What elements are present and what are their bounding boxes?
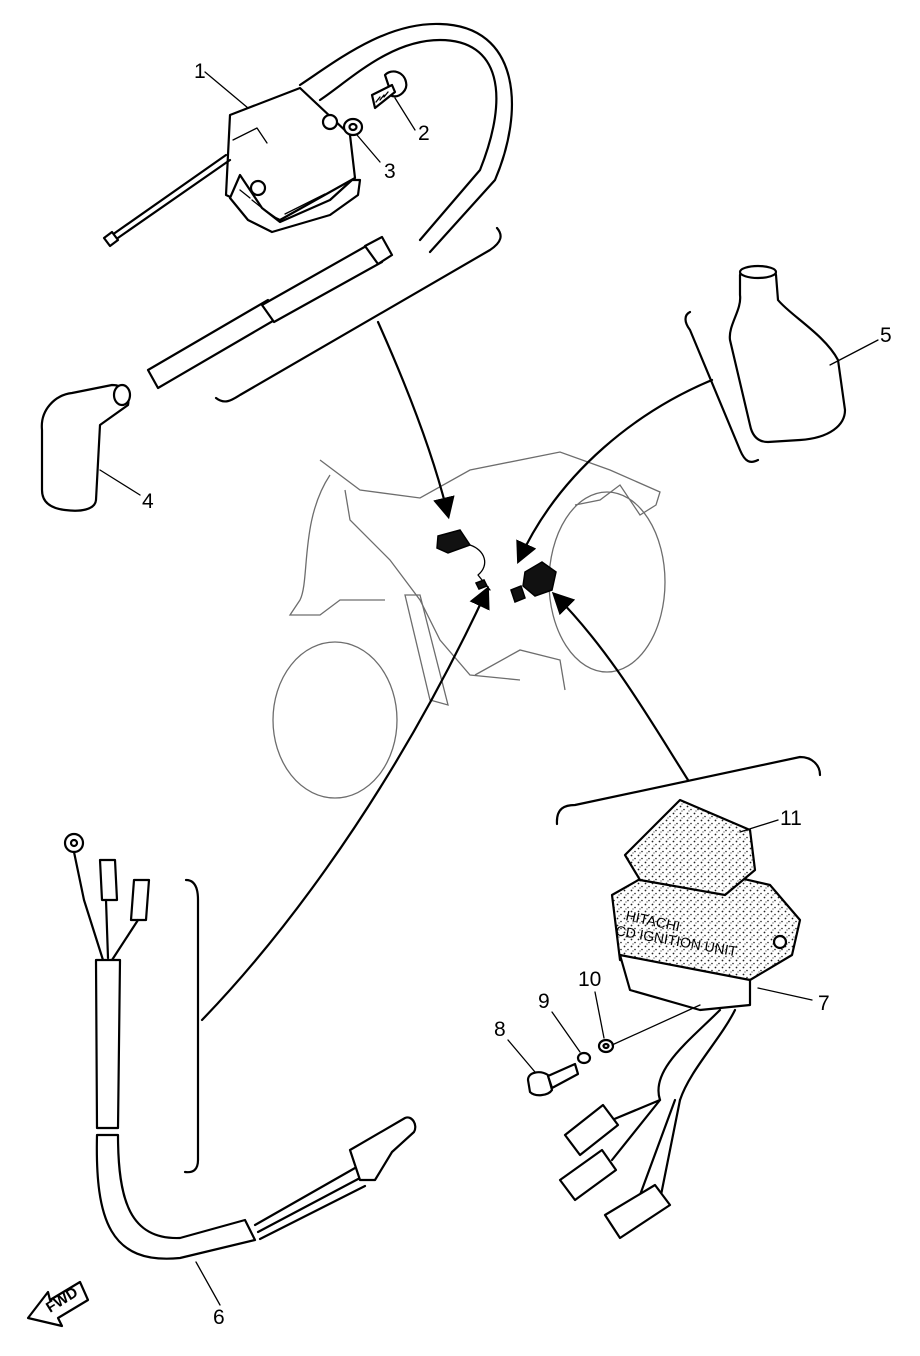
washer-9 bbox=[576, 1051, 592, 1065]
cover-11 bbox=[623, 798, 757, 897]
arrow-to-cdi bbox=[551, 591, 690, 782]
callout-10: 10 bbox=[578, 968, 601, 991]
bike-coil-mark bbox=[436, 529, 491, 591]
callout-5: 5 bbox=[880, 324, 892, 347]
motorcycle-outline bbox=[272, 451, 666, 799]
arrow-to-cap bbox=[516, 378, 714, 565]
bolt-2 bbox=[370, 70, 408, 110]
mount-leader bbox=[611, 1004, 701, 1046]
washer-3 bbox=[342, 117, 364, 137]
bolt-8 bbox=[526, 1062, 580, 1097]
callout-1: 1 bbox=[194, 60, 206, 83]
callout-3: 3 bbox=[384, 160, 396, 183]
callout-leaders bbox=[99, 71, 879, 1306]
ignition-coil bbox=[102, 22, 513, 390]
bracket-right-cdi bbox=[555, 755, 822, 826]
bracket-top-coil bbox=[214, 226, 502, 403]
bracket-right-cap bbox=[684, 310, 760, 463]
wire-harness-6 bbox=[63, 832, 417, 1260]
callout-2: 2 bbox=[418, 122, 430, 145]
callout-11: 11 bbox=[780, 807, 802, 830]
arrow-to-wiring bbox=[200, 586, 490, 1022]
boot-5 bbox=[728, 264, 847, 444]
callout-9: 9 bbox=[538, 990, 550, 1013]
bracket-left-lead bbox=[183, 878, 200, 1174]
cdi-unit-7: HITACHI CD IGNITION UNIT bbox=[558, 860, 802, 1240]
callout-6: 6 bbox=[213, 1306, 225, 1329]
washer-10 bbox=[597, 1038, 615, 1054]
fwd-arrow-icon: FWD bbox=[26, 1280, 90, 1328]
bike-cdi-mark bbox=[510, 561, 557, 603]
callout-4: 4 bbox=[142, 490, 154, 513]
callout-7: 7 bbox=[818, 992, 830, 1015]
callout-8: 8 bbox=[494, 1018, 506, 1041]
arrow-to-coil bbox=[376, 320, 455, 520]
plug-cap-4 bbox=[40, 383, 132, 512]
